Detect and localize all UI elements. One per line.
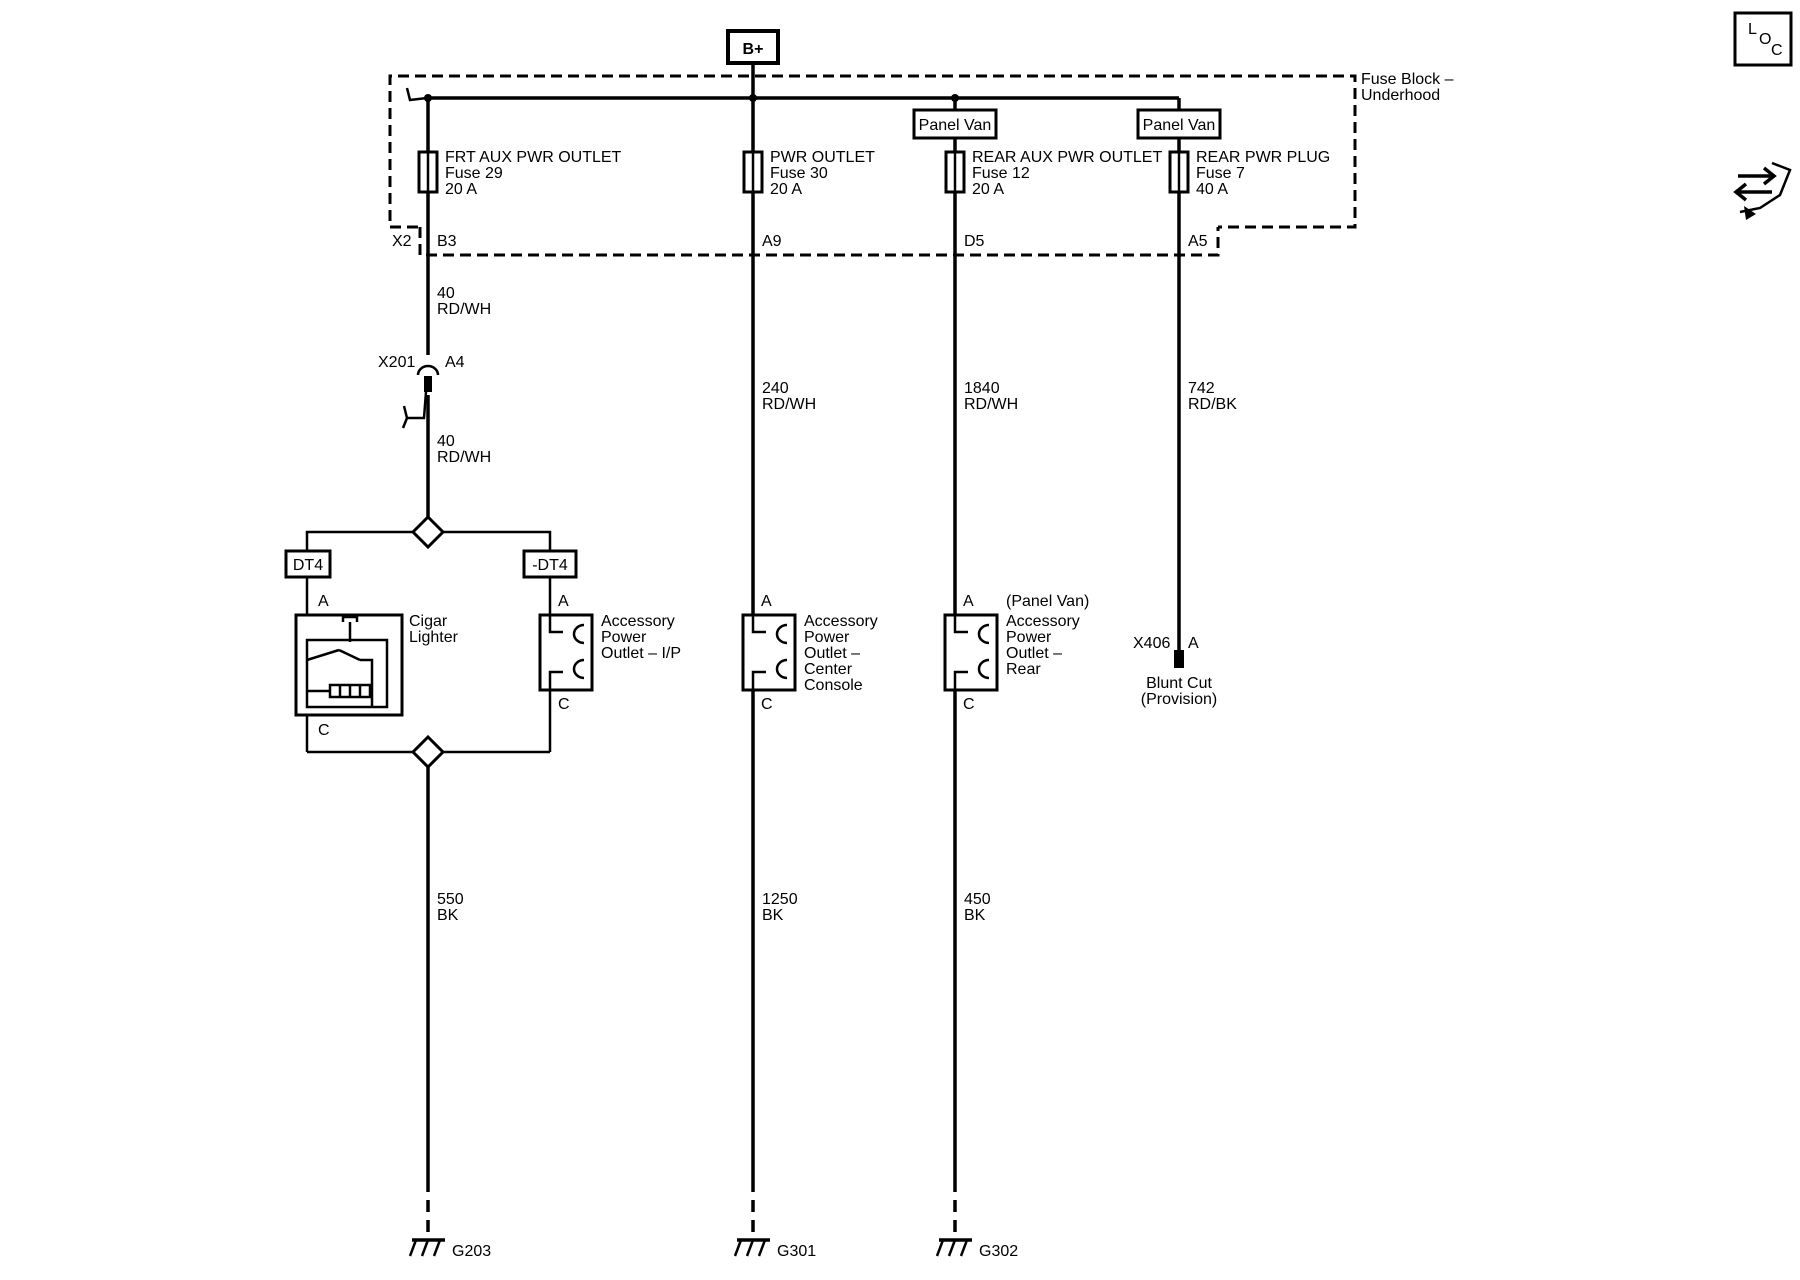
terminal-b3: B3 (437, 233, 457, 250)
blunt-cut-label-2: (Provision) (1141, 691, 1217, 708)
wire-240-gauge: 240 (762, 380, 789, 397)
wire-240-color: RD/WH (762, 396, 816, 413)
wire-1840-color: RD/WH (964, 396, 1018, 413)
outlet-center-pin-a: A (761, 593, 772, 610)
fuse-29-number: Fuse 29 (445, 165, 503, 182)
wire-40-gauge-upper: 40 (437, 285, 455, 302)
outlet-ip-label-1: Accessory (601, 613, 675, 630)
x406-label: X406 (1133, 635, 1170, 652)
svg-text:Panel Van: Panel Van (1143, 117, 1216, 134)
blunt-cut-label-1: Blunt Cut (1146, 675, 1212, 692)
outlet-rear-pin-a: A (963, 593, 974, 610)
outlet-center-label-2: Power (804, 629, 850, 646)
ground-g203-label: G203 (452, 1243, 491, 1260)
fuse-12: REAR AUX PWR OUTLET Fuse 12 20 A D5 (944, 138, 1162, 250)
accessory-power-outlet-ip: A C Accessory Power Outlet – I/P (538, 593, 681, 713)
ground-g302: G302 (935, 1238, 1018, 1260)
arrows-wrench-icon[interactable] (1733, 161, 1792, 220)
connector-x2-label: X2 (392, 233, 412, 250)
x201-pin: A4 (445, 354, 465, 371)
wire-40-gauge-lower: 40 (437, 433, 455, 450)
loc-icon[interactable]: L O C (1733, 11, 1793, 67)
blunt-cut-x406: X406 A Blunt Cut (Provision) (1133, 635, 1217, 708)
b-plus-label: B+ (743, 41, 764, 58)
outlet-rear-label-1: Accessory (1006, 613, 1080, 630)
wire-1250-gauge: 1250 (762, 891, 798, 908)
wire-1840-gauge: 1840 (964, 380, 1000, 397)
fuse-7-rating: 40 A (1196, 181, 1228, 198)
fuse-7-number: Fuse 7 (1196, 165, 1245, 182)
outlet-center-label-1: Accessory (804, 613, 878, 630)
ground-g301: G301 (733, 1238, 816, 1260)
outlet-rear-pin-c: C (963, 696, 975, 713)
wire-742-color: RD/BK (1188, 396, 1237, 413)
outlet-rear-label-4: Rear (1006, 661, 1041, 678)
wire-450-gauge: 450 (964, 891, 991, 908)
fuse-12-name: REAR AUX PWR OUTLET (972, 149, 1162, 166)
wire-742-gauge: 742 (1188, 380, 1215, 397)
svg-text:Panel Van: Panel Van (919, 117, 992, 134)
wire-550-gauge: 550 (437, 891, 464, 908)
cigar-lighter: A C Cigar Lighter (294, 593, 459, 739)
fuse-30-name: PWR OUTLET (770, 149, 875, 166)
outlet-center-label-3: Outlet – (804, 645, 860, 662)
ground-g203: G203 (408, 1238, 491, 1260)
fuse-30-number: Fuse 30 (770, 165, 828, 182)
option-code-not-dt4: -DT4 (522, 549, 578, 579)
option-tag-panel-van-2: Panel Van (1136, 108, 1222, 140)
wire-550-color: BK (437, 907, 459, 924)
fuse-block-sublabel: Underhood (1361, 87, 1440, 104)
svg-text:DT4: DT4 (293, 557, 323, 574)
outlet-rear-label-3: Outlet – (1006, 645, 1062, 662)
fuse-29-rating: 20 A (445, 181, 477, 198)
splice-upper (305, 514, 552, 560)
fuse-12-number: Fuse 12 (972, 165, 1030, 182)
wire-40-color-upper: RD/WH (437, 301, 491, 318)
option-tag-panel-van-1: Panel Van (912, 108, 998, 140)
terminal-a9: A9 (762, 233, 782, 250)
outlet-ip-label-2: Power (601, 629, 647, 646)
outlet-ip-pin-a: A (558, 593, 569, 610)
terminal-d5: D5 (964, 233, 985, 250)
svg-text:-DT4: -DT4 (532, 557, 568, 574)
inline-connector-x201: X201 A4 (378, 354, 465, 429)
x201-label: X201 (378, 354, 415, 371)
cigar-lighter-label-2: Lighter (409, 629, 459, 646)
outlet-center-label-4: Center (804, 661, 853, 678)
outlet-ip-label-3: Outlet – I/P (601, 645, 681, 662)
option-code-dt4: DT4 (284, 549, 332, 579)
svg-text:O: O (1759, 31, 1771, 48)
fuse-12-rating: 20 A (972, 181, 1004, 198)
wire-40-color-lower: RD/WH (437, 449, 491, 466)
cigar-lighter-pin-c: C (318, 722, 330, 739)
fuse-7: REAR PWR PLUG Fuse 7 40 A A5 (1168, 138, 1330, 250)
cigar-lighter-pin-a: A (318, 593, 329, 610)
accessory-power-outlet-center-console: A C Accessory Power Outlet – Center Cons… (741, 593, 878, 713)
svg-text:C: C (1771, 42, 1783, 59)
fuse-29: FRT AUX PWR OUTLET Fuse 29 20 A B3 (417, 98, 622, 355)
outlet-rear-label-2: Power (1006, 629, 1052, 646)
splice-lower (307, 734, 550, 770)
wire-1250-color: BK (762, 907, 784, 924)
accessory-power-outlet-rear: A C (Panel Van) Accessory Power Outlet –… (943, 593, 1089, 713)
fuse-30-rating: 20 A (770, 181, 802, 198)
fuse-30: PWR OUTLET Fuse 30 20 A A9 (742, 98, 875, 250)
outlet-center-label-5: Console (804, 677, 863, 694)
outlet-ip-pin-c: C (558, 696, 570, 713)
wire-450-color: BK (964, 907, 986, 924)
x406-pin: A (1188, 635, 1199, 652)
cigar-lighter-label-1: Cigar (409, 613, 448, 630)
ground-g302-label: G302 (979, 1243, 1018, 1260)
svg-text:L: L (1748, 21, 1757, 38)
outlet-center-pin-c: C (761, 696, 773, 713)
fuse-29-name: FRT AUX PWR OUTLET (445, 149, 622, 166)
terminal-a5: A5 (1188, 233, 1208, 250)
b-plus-supply: B+ (726, 29, 780, 98)
outlet-rear-note: (Panel Van) (1006, 593, 1089, 610)
fuse-block-label: Fuse Block – (1361, 71, 1454, 88)
ground-g301-label: G301 (777, 1243, 816, 1260)
fuse-7-name: REAR PWR PLUG (1196, 149, 1330, 166)
